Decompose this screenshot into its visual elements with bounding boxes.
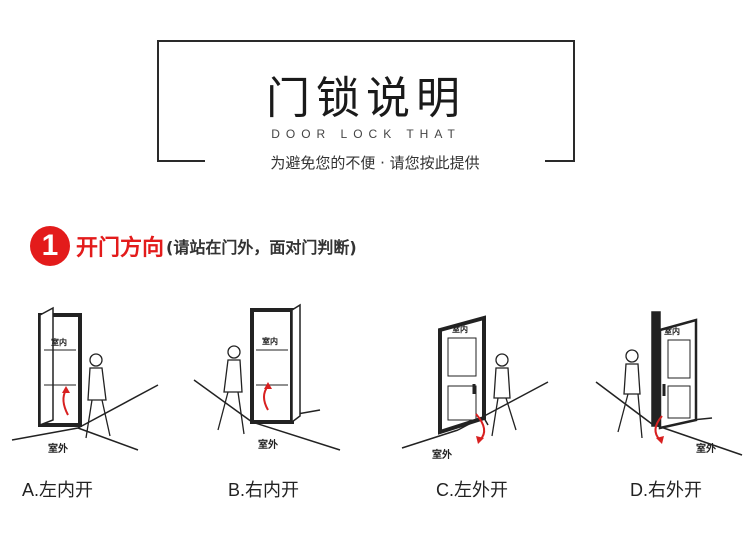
door-panel-b: 室内 室外	[190, 290, 350, 460]
page-title: 门锁说明	[266, 73, 466, 124]
page-subtitle: DOOR LOCK THAT	[271, 127, 461, 141]
indoor-label-c: 室内	[452, 324, 468, 334]
title-caption: 为避免您的不便 · 请您按此提供	[205, 152, 545, 174]
option-label-a: A.左内开	[22, 480, 94, 500]
outdoor-label-b: 室外	[258, 438, 278, 451]
door-illustration-d: 室内 室外	[595, 311, 743, 456]
door-illustration-a: 室内 室外	[11, 306, 159, 455]
door-panel-d: 室内 室外	[592, 290, 750, 460]
indoor-label-a: 室内	[51, 337, 67, 347]
indoor-label-b: 室内	[262, 336, 278, 346]
option-label-c: C.左外开	[436, 480, 508, 500]
section-number-badge: 1	[30, 226, 70, 266]
title-box: 门锁说明 DOOR LOCK THAT	[157, 40, 575, 162]
outdoor-label-a: 室外	[48, 442, 68, 455]
door-illustration-b: 室内 室外	[193, 303, 341, 451]
outdoor-label-c: 室外	[432, 448, 452, 460]
indoor-label-d: 室内	[664, 326, 680, 336]
outdoor-label-d: 室外	[696, 442, 716, 455]
section-header: 1 开门方向 (请站在门外，面对门判断)	[30, 224, 357, 268]
door-panel-a: 室内 室外	[8, 290, 168, 460]
section-note: (请站在门外，面对门判断)	[166, 238, 357, 257]
section-title: 开门方向	[76, 236, 165, 261]
option-label-b: B.右内开	[228, 480, 300, 500]
door-panel-c: 室内 室外	[398, 290, 558, 460]
option-label-d: D.右外开	[630, 480, 702, 500]
door-illustration-c: 室内 室外	[401, 315, 549, 460]
